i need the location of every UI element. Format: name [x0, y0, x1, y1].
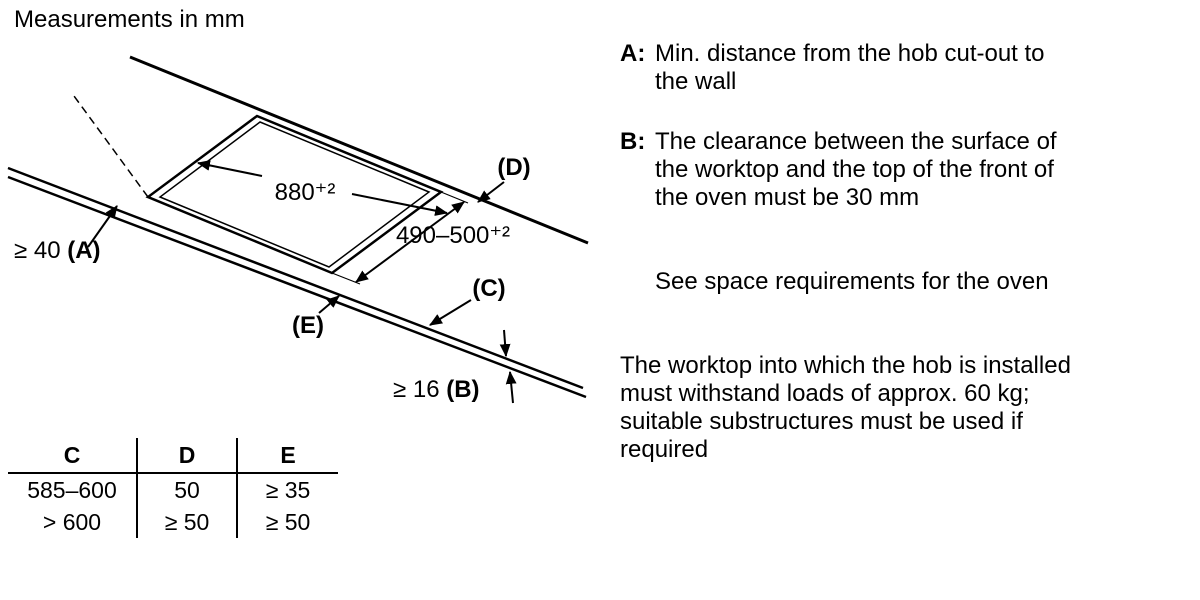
note-worktop: The worktop into which the hob is instal… [620, 352, 1140, 464]
note-b: B: The clearance between the surface of … [620, 128, 1140, 212]
table-cell: > 600 [8, 506, 138, 538]
note-a-line: Min. distance from the hob cut-out to [655, 40, 1045, 67]
dim-depth-label: 490–500⁺² [396, 222, 510, 249]
arrow-c [429, 299, 472, 326]
note-worktop-line: required [620, 436, 709, 463]
dim-width-label: 880⁺² [275, 179, 336, 206]
note-b-line: the worktop and the top of the front of [655, 156, 1054, 183]
arrow-b-down [499, 329, 511, 358]
note-worktop-line: must withstand loads of approx. 60 kg; [620, 380, 1030, 407]
table-header-d: D [137, 438, 238, 474]
label-c: (C) [472, 275, 505, 302]
installation-diagram: 880⁺² 490–500⁺² ≥ 40 (A) (D) (C) (E) ≥ 1… [7, 55, 589, 404]
worktop-front-edge-bottom [7, 175, 587, 399]
table-row: > 600 ≥ 50 ≥ 50 [8, 506, 338, 538]
cutout-inner-outline [158, 121, 431, 268]
table-row: 585–600 50 ≥ 35 [8, 473, 338, 506]
dim-depth-witness-right [440, 191, 469, 204]
note-b-label: B: [620, 128, 646, 155]
arrow-a [87, 205, 118, 248]
note-a-text: Min. distance from the hob cut-out to th… [655, 40, 1045, 96]
label-b: ≥ 16 (B) [393, 376, 480, 403]
note-b-line: The clearance between the surface of [655, 128, 1057, 155]
note-b-line: the oven must be 30 mm [655, 184, 920, 211]
label-a: ≥ 40 (A) [14, 237, 101, 264]
page-title: Measurements in mm [14, 6, 245, 33]
wall-line [129, 55, 589, 245]
dim-depth-witness-left [331, 272, 361, 285]
table-cell: ≥ 50 [137, 506, 238, 538]
note-a: A: Min. distance from the hob cut-out to… [620, 40, 1140, 96]
label-e: (E) [292, 312, 324, 339]
cutout-extension-dashed [73, 95, 149, 198]
note-a-line: the wall [655, 68, 737, 95]
worktop-front-edge-top [7, 166, 584, 390]
table-cell: 50 [137, 473, 238, 506]
note-worktop-line: suitable substructures must be used if [620, 408, 1023, 435]
spec-table: C D E 585–600 50 ≥ 35 > 600 ≥ 50 ≥ 50 [8, 438, 338, 538]
note-see: See space requirements for the oven [655, 268, 1049, 295]
label-d: (D) [497, 154, 530, 181]
arrow-e [318, 295, 340, 314]
note-b-text: The clearance between the surface of the… [655, 128, 1057, 212]
table-cell: 585–600 [8, 473, 138, 506]
table-cell: ≥ 50 [265, 508, 311, 535]
table-header-c: C [8, 438, 138, 474]
table-cell: ≥ 35 [265, 476, 311, 503]
notes-column: A: Min. distance from the hob cut-out to… [620, 40, 1140, 464]
dim-depth-arrow [355, 201, 465, 283]
dim-width-arrow-left [196, 160, 263, 177]
table-header-e: E [237, 438, 338, 474]
arrow-d [477, 181, 505, 203]
arrow-b-up [505, 370, 517, 404]
note-a-label: A: [620, 40, 646, 67]
table-header-row: C D E [8, 438, 338, 474]
note-worktop-line: The worktop into which the hob is instal… [620, 352, 1071, 379]
